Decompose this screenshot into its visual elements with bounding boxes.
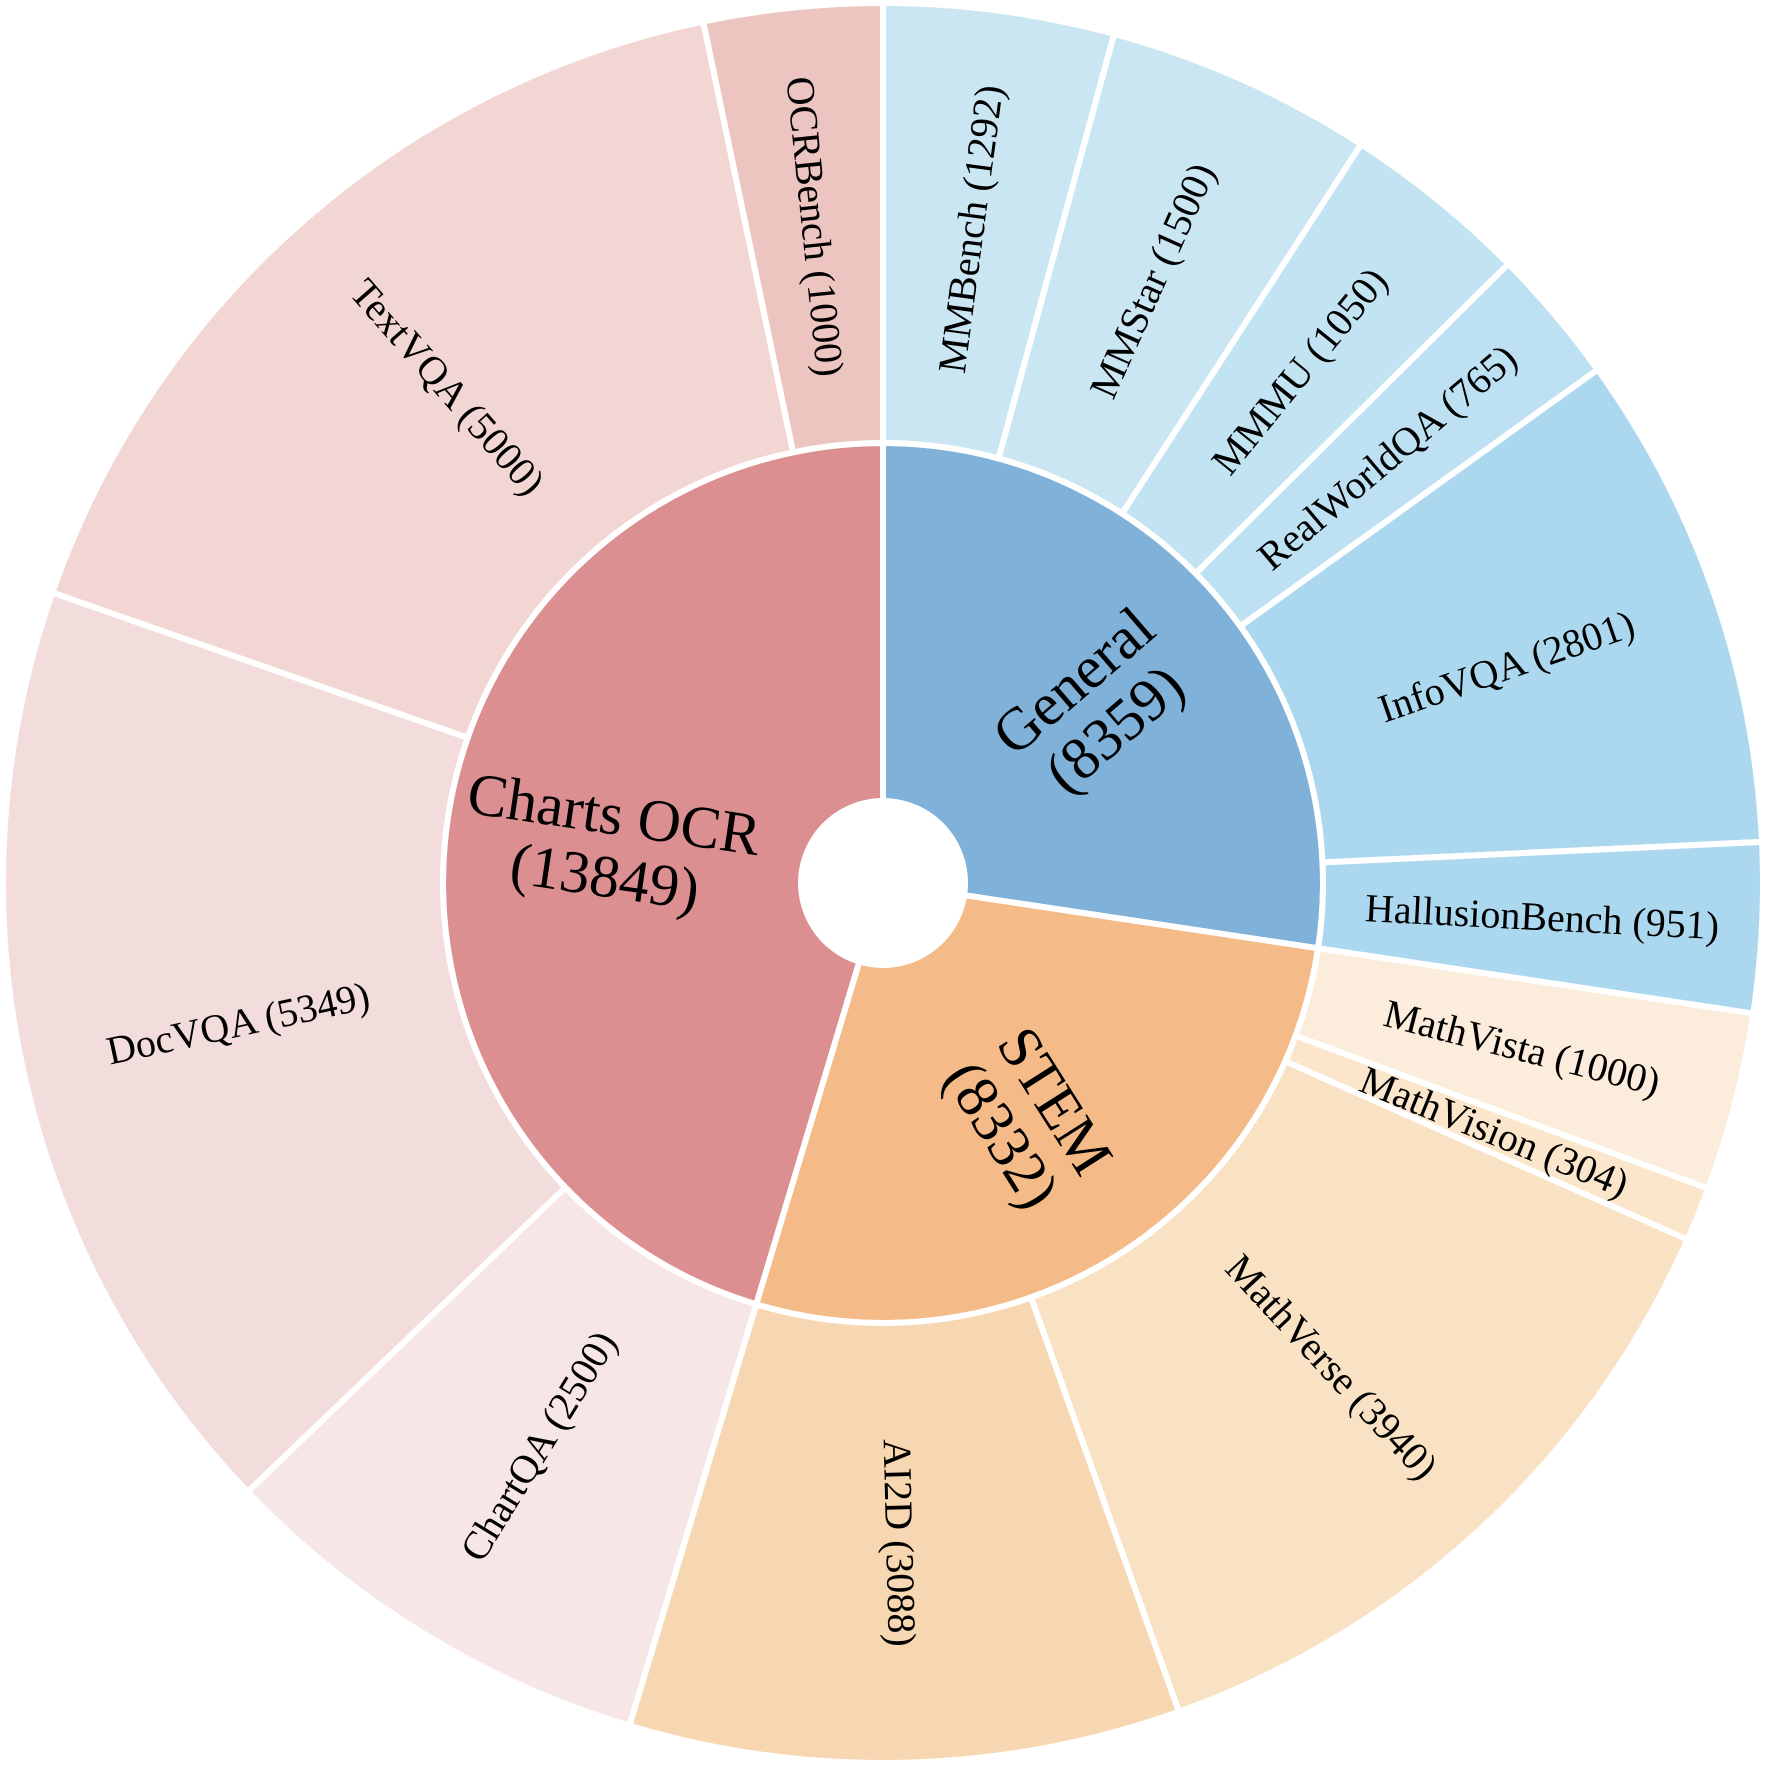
segment-wedge-mathverse	[1027, 1057, 1692, 1716]
segment-wedge-docvqa	[0, 588, 570, 1497]
segment-wedge-infovqa	[1236, 365, 1766, 866]
segment-wedge-ai2d	[625, 1293, 1183, 1766]
segment-label-ai2d: AI2D (3088)	[875, 1438, 925, 1647]
segment-wedge-chartqa	[243, 1183, 760, 1730]
segment-wedge-textvqa	[48, 18, 797, 742]
segment-wedge-ocrbench	[699, 0, 886, 456]
